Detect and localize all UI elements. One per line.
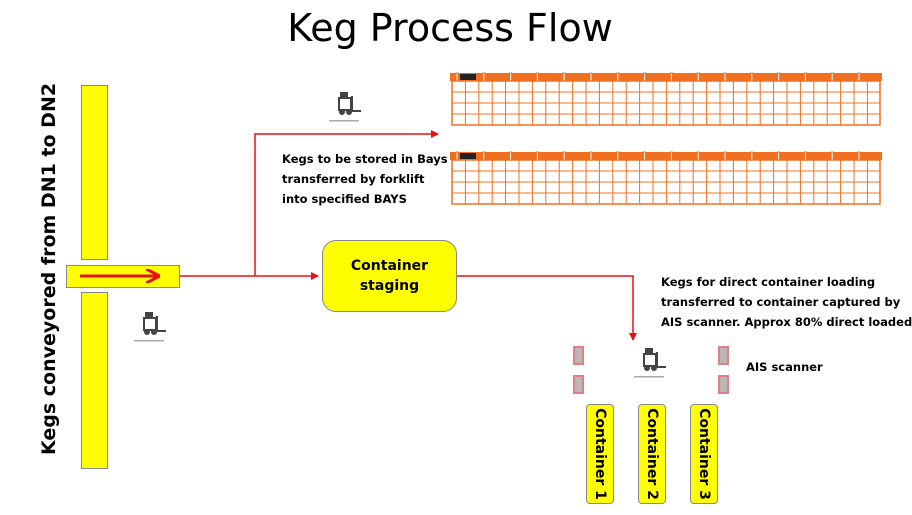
direct-loading-description: Kegs for direct container loading transf… bbox=[661, 272, 912, 332]
forklift-icon bbox=[329, 92, 361, 122]
direct-loading-line: transferred to container captured by bbox=[661, 295, 901, 309]
container-3: Container 3 bbox=[690, 404, 718, 504]
page-title: Keg Process Flow bbox=[287, 6, 613, 50]
conveyor-upper bbox=[81, 85, 108, 260]
ais-scanner bbox=[718, 375, 729, 394]
container-label: Container 1 bbox=[592, 408, 608, 500]
flow-arrow-to-bays bbox=[254, 130, 439, 276]
container-staging-box: Container staging bbox=[322, 240, 457, 312]
bays-description-line: Kegs to be stored in Bays bbox=[282, 152, 448, 166]
ais-scanner-label: AIS scanner bbox=[746, 360, 823, 374]
staging-label-line: Container bbox=[350, 258, 429, 274]
direct-loading-line: Kegs for direct container loading bbox=[661, 275, 876, 289]
forklift-icon bbox=[134, 312, 166, 342]
bays-description-line: into specified BAYS bbox=[282, 192, 407, 206]
ais-scanner bbox=[573, 375, 584, 394]
container-label: Container 2 bbox=[644, 408, 660, 500]
container-label: Container 3 bbox=[696, 408, 712, 500]
direct-loading-line: AIS scanner. Approx 80% direct loaded bbox=[661, 315, 912, 329]
bays-description: Kegs to be stored in Bays transferred by… bbox=[282, 149, 448, 209]
storage-bay-rack-2 bbox=[450, 151, 882, 205]
container-1: Container 1 bbox=[586, 404, 614, 504]
storage-bay-rack-1 bbox=[450, 72, 882, 126]
forklift-icon bbox=[634, 348, 666, 378]
ais-scanner bbox=[573, 346, 584, 365]
flow-arrow-to-containers bbox=[457, 275, 637, 341]
bays-description-line: transferred by forklift bbox=[282, 172, 425, 186]
container-2: Container 2 bbox=[638, 404, 666, 504]
conveyor-lower bbox=[81, 292, 108, 469]
staging-label-line: staging bbox=[359, 278, 420, 294]
ais-scanner bbox=[718, 346, 729, 365]
